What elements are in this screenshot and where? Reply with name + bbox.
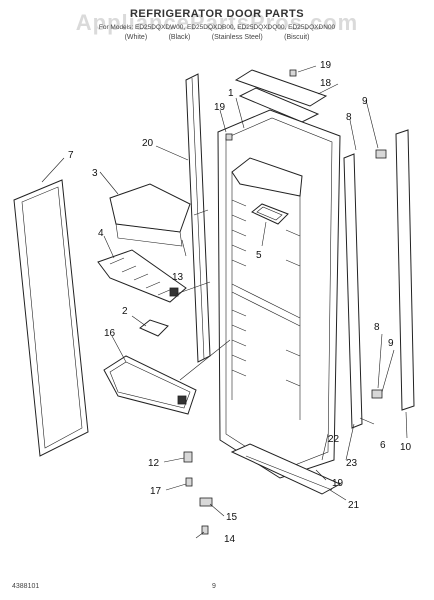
callout-10: 10: [400, 442, 412, 453]
color-white: (White): [124, 34, 148, 41]
callout-9-bottom: 9: [388, 338, 394, 349]
callout-19-top: 19: [320, 60, 332, 71]
callout-2: 2: [122, 306, 128, 317]
callout-9-top: 9: [362, 96, 368, 107]
callout-4: 4: [98, 228, 104, 239]
callout-18: 18: [320, 78, 332, 89]
part-hinge-hardware: [183, 69, 387, 535]
color-list: (White) (Black) (Stainless Steel) (Biscu…: [0, 34, 434, 41]
callout-7: 7: [68, 150, 74, 161]
document-number: 4388101: [12, 583, 40, 590]
page-number: 9: [212, 583, 216, 590]
callout-23: 23: [346, 458, 358, 469]
callout-labels: 7 1 20 3 4 2 13 16 5 8 9 18 19 19 8 9 6 …: [68, 60, 412, 545]
callout-22: 22: [328, 434, 340, 445]
callout-1: 1: [228, 88, 234, 99]
watermark: AppliancePartsPros.com: [75, 10, 359, 35]
callout-13: 13: [172, 272, 184, 283]
callout-12: 12: [148, 458, 160, 469]
part-dairy-door: [109, 183, 191, 247]
color-stainless: (Stainless Steel): [211, 34, 263, 41]
part-bottom-trim: [230, 443, 342, 495]
part-door-liner: [217, 109, 341, 479]
callout-8-bottom: 8: [374, 322, 380, 333]
part-bracket: [139, 319, 169, 337]
part-side-strip: [343, 153, 363, 429]
color-biscuit: (Biscuit): [284, 34, 310, 41]
page-title: REFRIGERATOR DOOR PARTS: [129, 8, 305, 20]
model-list: For Models: ED25DQXDW00, ED25DQXDB00, ED…: [98, 24, 336, 31]
part-small-tray: [251, 203, 289, 225]
callout-3: 3: [92, 168, 98, 179]
callout-5: 5: [256, 250, 262, 261]
callout-17: 17: [150, 486, 162, 497]
part-egg-tray: [97, 249, 187, 303]
callout-16: 16: [104, 328, 116, 339]
part-door-gasket: [13, 179, 89, 457]
callout-8-top: 8: [346, 112, 352, 123]
callout-15: 15: [226, 512, 238, 523]
callout-19-mid: 19: [214, 102, 226, 113]
leader-lines: [41, 65, 408, 539]
callout-6: 6: [380, 440, 386, 451]
callout-19-bottom: 19: [332, 478, 344, 489]
color-black: (Black): [168, 34, 191, 41]
part-handle-trim: [185, 73, 211, 363]
part-door-bin: [103, 355, 197, 415]
callout-20: 20: [142, 138, 154, 149]
part-top-cap: [234, 69, 328, 123]
callout-21: 21: [348, 500, 360, 511]
part-outer-strip: [395, 129, 415, 411]
callout-14: 14: [224, 534, 236, 545]
